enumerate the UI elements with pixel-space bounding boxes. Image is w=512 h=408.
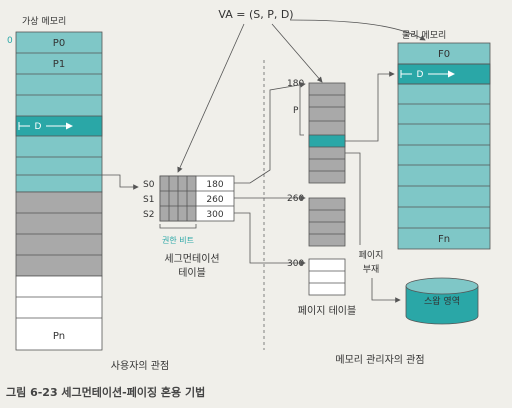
va-to-segment-arrow bbox=[177, 23, 245, 173]
page-table-addr-180: 180 bbox=[287, 79, 304, 89]
permission-bits-bracket bbox=[159, 224, 197, 229]
virtual-page-p1: P1 bbox=[53, 59, 65, 70]
segment-row-s2-value: 300 bbox=[206, 210, 223, 220]
segment-180-arrow bbox=[234, 82, 306, 184]
permission-bits-label: 권한 비트 bbox=[162, 235, 194, 245]
virtual-offset-d-label: D bbox=[35, 122, 42, 132]
va-to-page-table-arrow bbox=[271, 23, 323, 83]
page-fault-to-swap-arrow bbox=[371, 278, 401, 303]
figure-caption: 그림 6-23 세그먼테이션-페이징 혼용 기법 bbox=[6, 386, 206, 399]
segment-table-title-line2: 테이블 bbox=[178, 267, 206, 279]
segment-row-s1-label: S1 bbox=[143, 195, 154, 205]
segment-row-s1-value: 260 bbox=[206, 195, 223, 205]
virtual-to-segment-arrow bbox=[102, 174, 139, 190]
segment-table-title-line1: 세그먼테이션 bbox=[164, 253, 219, 265]
segment-300-arrow bbox=[234, 212, 306, 266]
page-to-frame-arrow bbox=[345, 71, 395, 142]
page-table-addr-260: 260 bbox=[287, 194, 304, 204]
page-table-title: 페이지 테이블 bbox=[298, 305, 356, 317]
page-fault-label-line1: 페이지 bbox=[359, 250, 384, 261]
page-fault-label-line2: 부재 bbox=[363, 264, 380, 275]
virtual-memory-zero-label: 0 bbox=[7, 36, 13, 46]
segment-row-s0-label: S0 bbox=[143, 180, 155, 190]
physical-memory-title: 물리 메모리 bbox=[402, 30, 446, 41]
physical-memory-block bbox=[397, 42, 491, 250]
page-offset-label: P bbox=[293, 106, 299, 116]
virtual-offset-d-arrow bbox=[18, 122, 73, 130]
page-table-260 bbox=[308, 197, 346, 247]
va-to-physical-arrow bbox=[289, 19, 426, 41]
segment-row-s2-label: S2 bbox=[143, 210, 154, 220]
page-table-addr-300: 300 bbox=[287, 259, 304, 269]
manager-view-label: 메모리 관리자의 관점 bbox=[335, 354, 424, 366]
virtual-memory-block bbox=[15, 31, 103, 351]
swap-area-label: 스왑 영역 bbox=[424, 296, 460, 307]
page-offset-bracket bbox=[299, 83, 304, 136]
virtual-page-pn: Pn bbox=[53, 331, 65, 342]
user-view-label: 사용자의 관점 bbox=[111, 360, 169, 372]
segmentation-table bbox=[159, 175, 235, 222]
swap-area-cylinder bbox=[405, 277, 479, 325]
page-fault-path bbox=[345, 152, 361, 245]
physical-offset-d-arrow bbox=[400, 70, 455, 78]
physical-frame-fn: Fn bbox=[438, 234, 450, 245]
physical-offset-d-label: D bbox=[417, 70, 424, 80]
segment-row-s0-value: 180 bbox=[206, 180, 223, 190]
page-table-300 bbox=[308, 258, 346, 296]
virtual-memory-title: 가상 메모리 bbox=[22, 16, 66, 27]
page-table-180 bbox=[308, 82, 346, 184]
virtual-page-p0: P0 bbox=[53, 38, 65, 49]
virtual-address-label: VA = (S, P, D) bbox=[218, 8, 293, 21]
segmentation-paging-diagram: 가상 메모리 0 P0 P1 Pn D bbox=[7, 8, 491, 372]
physical-frame-f0: F0 bbox=[438, 49, 450, 60]
